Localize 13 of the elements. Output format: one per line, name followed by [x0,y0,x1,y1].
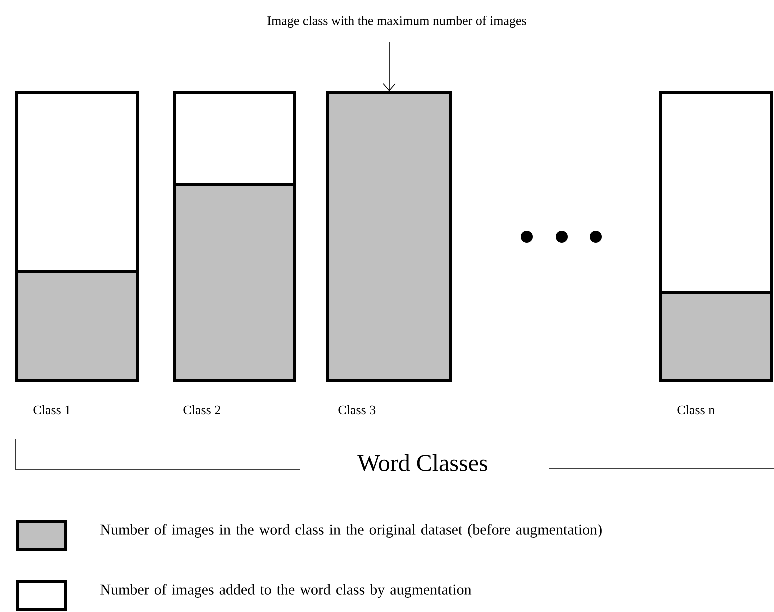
bar [174,92,296,382]
annotation-text: Image class with the maximum number of images [268,16,526,28]
bar [326,92,452,382]
class-label: Class 2 [184,405,220,415]
bar [660,92,774,382]
legend-text: Number of images in the word class in the original dataset (before augmentation) [100,524,602,538]
class-label: Class 3 [338,405,376,415]
arrow [383,42,396,92]
legend-text: Number of images added to the word class by augmentation [100,584,472,598]
class-label: Class 1 [34,405,70,415]
axis-label: Word Classes [358,454,488,472]
class-label: Class n [678,405,715,415]
bar [16,92,140,382]
